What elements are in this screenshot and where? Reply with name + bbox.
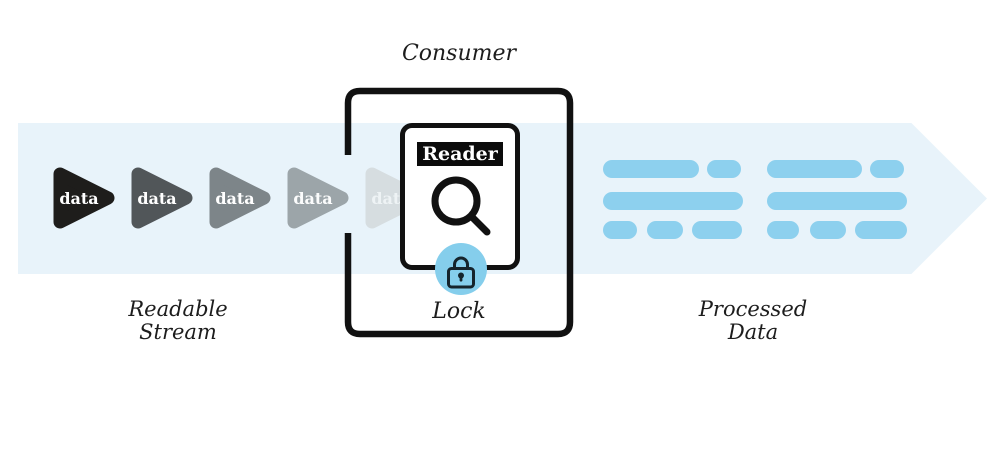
data-triangle-icon: data: [131, 167, 193, 229]
processed-data-bar: [767, 160, 862, 178]
lock-badge: [435, 243, 487, 295]
data-triangle-icon: data: [53, 167, 115, 229]
readable-stream-label: Readable Stream: [78, 298, 278, 344]
readable-stream-label-line1: Readable: [128, 297, 228, 321]
magnifier-icon: [431, 176, 491, 236]
data-packet-label: data: [59, 189, 98, 208]
data-triangle-icon: data: [209, 167, 271, 229]
processed-data-bar: [707, 160, 741, 178]
processed-data-label-line1: Processed: [698, 297, 808, 321]
data-packet-label: data: [137, 189, 176, 208]
processed-data-label-line2: Data: [727, 320, 779, 344]
lock-label: Lock: [432, 299, 486, 324]
consumer-box: [344, 87, 574, 338]
processed-data-bar: [603, 221, 637, 239]
processed-data-bar: [692, 221, 742, 239]
reader-label: Reader: [417, 142, 503, 166]
lock-icon: [447, 256, 475, 289]
data-packet-label: data: [293, 189, 332, 208]
processed-data-bar: [810, 221, 846, 239]
consumer-label: Consumer: [401, 41, 517, 66]
processed-data-bar: [855, 221, 907, 239]
processed-data-bar: [767, 192, 907, 210]
processed-data-bar: [603, 192, 743, 210]
processed-data-label: Processed Data: [653, 298, 853, 344]
processed-data-bar: [647, 221, 683, 239]
data-packet-label: data: [215, 189, 254, 208]
processed-data-bar: [870, 160, 904, 178]
processed-data-bar: [767, 221, 799, 239]
processed-data-bar: [603, 160, 699, 178]
data-triangle-icon: data: [287, 167, 349, 229]
readable-stream-label-line2: Stream: [139, 320, 217, 344]
